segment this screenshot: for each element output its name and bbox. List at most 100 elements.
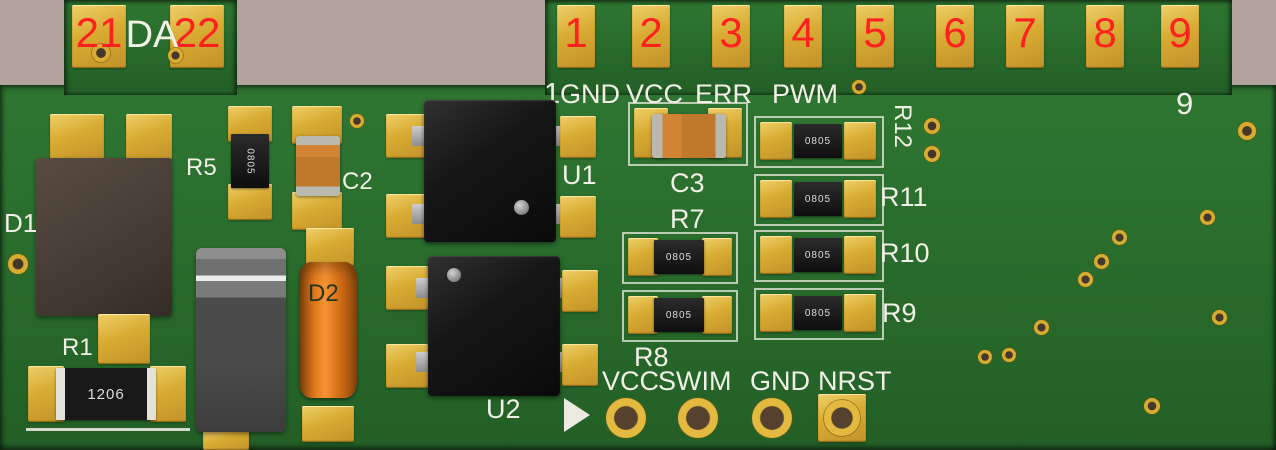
- via: [1112, 230, 1127, 245]
- pin1-triangle-marker: [564, 398, 590, 432]
- edge-pad-7: [1006, 5, 1044, 68]
- chip-marking-0805: 0805: [665, 251, 693, 263]
- via: [924, 118, 940, 134]
- pad: [844, 236, 876, 274]
- signal-label-gnd-top: GND: [560, 79, 620, 109]
- pad: [844, 294, 876, 332]
- pad: [562, 344, 598, 386]
- ic-pin: [412, 204, 426, 224]
- pad: [844, 180, 876, 218]
- pad-number-8: 8: [1093, 9, 1117, 56]
- pad: [702, 296, 732, 334]
- component-u1-ic: [424, 100, 556, 242]
- silkscreen-outline: [622, 290, 738, 342]
- pad-number-3: 3: [719, 9, 743, 56]
- pad: [628, 238, 658, 276]
- ref-label-d1: D1: [4, 208, 38, 238]
- ref-label-r12: R12: [889, 104, 916, 149]
- edge-pad-6: [936, 5, 974, 68]
- ref-label-r1: R1: [62, 334, 93, 361]
- pin1-dimple: [447, 268, 461, 282]
- through-hole-pad-gnd: [752, 398, 792, 438]
- pad: [50, 114, 104, 160]
- pad: [302, 406, 354, 442]
- signal-label-vcc-bottom: VCC: [602, 366, 660, 396]
- pad: [702, 238, 732, 276]
- via: [852, 80, 866, 94]
- pad: [126, 114, 172, 160]
- chip-marking-1206: 1206: [87, 385, 125, 403]
- pad: [562, 270, 598, 312]
- ref-label-r8: R8: [634, 342, 669, 372]
- ref-label-c2: C2: [342, 168, 373, 195]
- pad: [760, 180, 792, 218]
- through-hole-pad-nrst-hole: [824, 400, 860, 436]
- component-r5-resistor: 0805: [231, 134, 269, 188]
- via: [978, 350, 992, 364]
- pad: [844, 122, 876, 160]
- via: [1200, 210, 1215, 225]
- pad: [150, 366, 186, 422]
- silkscreen-outline: [622, 232, 738, 284]
- chip-marking-0805: 0805: [804, 249, 832, 261]
- chip-marking-0805: 0805: [804, 307, 832, 319]
- silkscreen-outline: [754, 288, 884, 340]
- via: [1078, 272, 1093, 287]
- ref-label-r5: R5: [186, 154, 217, 181]
- signal-label-nrst: NRST: [818, 366, 892, 396]
- pad: [306, 228, 354, 266]
- ref-label-r7: R7: [670, 204, 705, 234]
- via: [1212, 310, 1227, 325]
- component-r12-resistor: 0805: [794, 124, 842, 158]
- component-r11-resistor: 0805: [794, 182, 842, 216]
- chip-marking-0805: 0805: [244, 147, 256, 175]
- edge-pad-5: [856, 5, 894, 68]
- edge-pad-8: [1086, 5, 1124, 68]
- silkscreen-line: [26, 428, 190, 431]
- chip-marking-0805: 0805: [804, 135, 832, 147]
- silkscreen-outline: [754, 230, 884, 282]
- edge-pad-4: [784, 5, 822, 68]
- pad-number-5: 5: [863, 9, 887, 56]
- ref-label-c3: C3: [670, 168, 705, 198]
- silkscreen-outline: [754, 116, 884, 168]
- ref-label-u1: U1: [562, 160, 597, 190]
- ref-label-r11: R11: [880, 182, 928, 212]
- pad-number-1: 1: [564, 9, 588, 56]
- ref-label-r10: R10: [880, 238, 930, 268]
- component-c2-capacitor: [296, 136, 340, 196]
- via: [1144, 398, 1160, 414]
- chip-marking-0805: 0805: [804, 193, 832, 205]
- component-r10-resistor: 0805: [794, 238, 842, 272]
- pad-number-22: 22: [173, 9, 221, 56]
- pin1-dimple: [514, 200, 529, 215]
- signal-label-pwm: PWM: [772, 79, 838, 109]
- via: [1238, 122, 1256, 140]
- board-number: 9: [1176, 86, 1194, 121]
- ref-label-u2: U2: [486, 394, 521, 424]
- pad: [760, 236, 792, 274]
- component-r9-resistor: 0805: [794, 296, 842, 330]
- pad-number-7: 7: [1013, 9, 1037, 56]
- component-r1-resistor: 1206: [56, 368, 156, 420]
- ref-label-r9: R9: [882, 298, 917, 328]
- through-hole-pad-vcc: [606, 398, 646, 438]
- component-r8-resistor: 0805: [654, 298, 704, 332]
- via: [92, 44, 110, 62]
- component-r7-resistor: 0805: [654, 240, 704, 274]
- via: [1034, 320, 1049, 335]
- chip-marking-0805: 0805: [665, 309, 693, 321]
- pad: [228, 184, 272, 220]
- via: [8, 254, 28, 274]
- edge-pad-3: [712, 5, 750, 68]
- pad: [560, 116, 596, 158]
- via: [1002, 348, 1016, 362]
- pad: [760, 122, 792, 160]
- signal-label-swim: SWIM: [658, 366, 732, 396]
- pad-number-4: 4: [791, 9, 815, 56]
- edge-pad-1: [557, 5, 595, 68]
- ic-pin: [416, 352, 430, 372]
- pad: [628, 296, 658, 334]
- pad: [760, 294, 792, 332]
